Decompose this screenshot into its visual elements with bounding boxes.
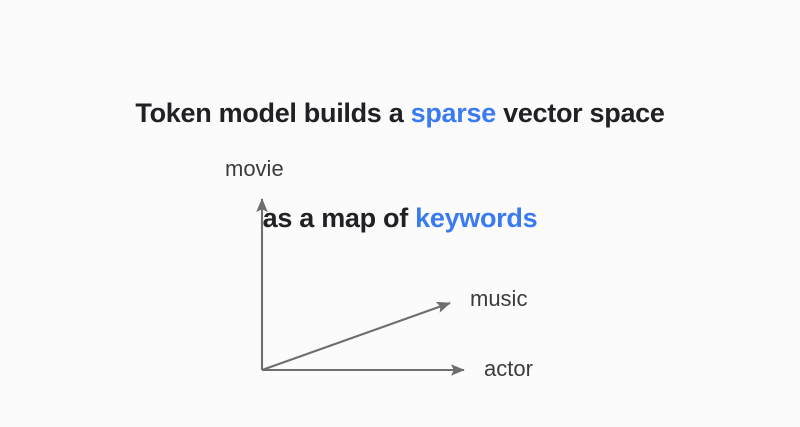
page-title: Token model builds a sparse vector space…	[0, 26, 800, 306]
axis-label-music: music	[470, 286, 528, 311]
axis-label-actor: actor	[484, 356, 533, 381]
music-axis-arrow	[261, 301, 451, 371]
title-line-1-prefix: Token model builds a	[135, 98, 411, 128]
title-line-1: Token model builds a sparse vector space	[0, 96, 800, 131]
title-accent-sparse: sparse	[410, 98, 497, 128]
title-line-1-suffix: vector space	[495, 98, 665, 128]
title-accent-keywords: keywords	[415, 203, 538, 233]
axis-label-movie: movie	[225, 156, 284, 181]
title-line-2: as a map of keywords	[0, 201, 800, 236]
title-line-2-prefix: as a map of	[262, 203, 416, 233]
